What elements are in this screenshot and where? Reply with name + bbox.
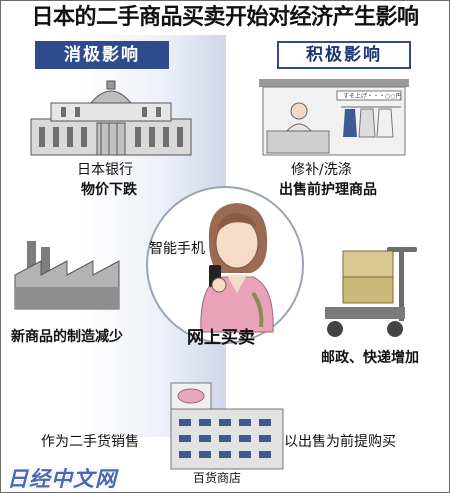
shop-sign: すそ上げ・・・○○円	[343, 92, 401, 100]
department-store-icon	[170, 382, 284, 470]
fewer-new-goods-label: 新商品的制造减少	[11, 329, 123, 345]
department-store-label: 百货商店	[193, 471, 242, 485]
delivery-cart-icon	[325, 247, 417, 337]
infographic-title: 日本的二手商品买卖开始对经济产生影响	[31, 5, 419, 30]
online-trading-label: 网上买卖	[187, 328, 255, 348]
watermark-logo: 日经中文网	[7, 467, 117, 491]
repair-shop-icon: すそ上げ・・・○○円	[259, 79, 409, 156]
repair-label: 修补/洗涤	[291, 162, 352, 178]
pre-sale-care-label: 出售前护理商品	[279, 182, 377, 198]
bank-label: 日本银行	[77, 162, 133, 178]
price-drop-label: 物价下跌	[81, 182, 137, 198]
delivery-increase-label: 邮政、快递增加	[321, 350, 419, 366]
woman-with-phone-icon	[200, 203, 274, 333]
bank-building-icon	[30, 80, 192, 156]
factory-icon	[14, 241, 120, 310]
smartphone-label: 智能手机	[149, 241, 205, 257]
used-seller-label: 作为二手货销售	[41, 434, 139, 450]
positive-heading: 积极影响	[277, 41, 411, 69]
buy-for-resale-label: 以出售为前提购买	[284, 434, 396, 450]
negative-heading: 消极影响	[35, 41, 169, 69]
